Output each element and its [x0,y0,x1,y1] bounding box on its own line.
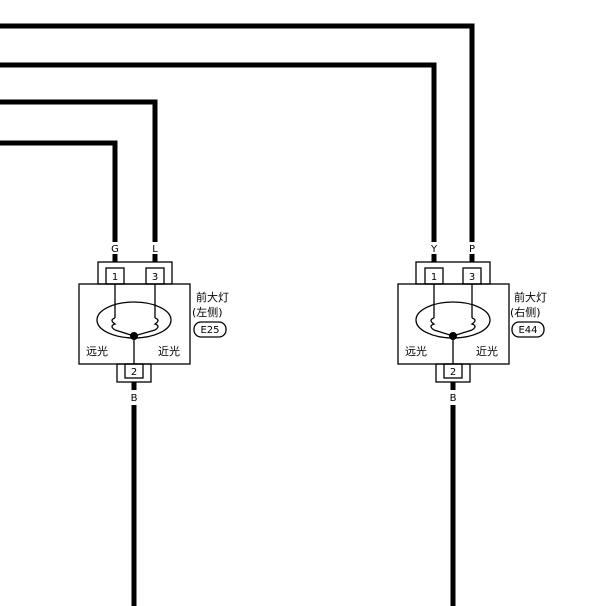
left-wire-color-1: G [111,244,119,255]
right-wire-color-2: B [450,393,457,404]
left-pin-2-label: 2 [131,367,137,378]
right-pin-2-box [443,363,463,379]
left-pin-2-box [124,363,144,379]
right-wire-color-3: P [469,244,475,255]
left-connector-badge [193,321,227,338]
left-label-far: 远光 [86,344,108,358]
left-pin-1-label: 1 [112,272,118,283]
right-connector-badge [511,321,545,338]
right-headlamp: Y P 1 3 远光 近光 2 B 前大灯 (右侧) E44 [397,244,547,404]
right-lamp-side: (右侧) [510,305,541,319]
right-wire-color-1: Y [430,244,438,255]
wire-l [0,99,158,242]
right-top-connector [415,261,491,285]
right-pin-2-label: 2 [450,367,456,378]
left-wire-color-2: B [131,393,138,404]
right-pin-3-label: 3 [469,272,475,283]
left-wire-color-3: L [152,244,158,255]
wire-g [0,140,118,242]
right-lamp-name: 前大灯 [514,290,547,304]
left-connector-id: E25 [200,325,219,336]
wire-p [0,23,475,242]
right-connector-id: E44 [518,325,537,336]
left-lamp-side: (左侧) [192,306,223,319]
left-lamp-name: 前大灯 [196,290,229,304]
left-pin-3-label: 3 [152,272,158,283]
right-pin-1-label: 1 [431,272,437,283]
wire-y [0,62,437,242]
right-label-near: 近光 [476,344,498,358]
right-label-far: 远光 [405,344,427,358]
left-top-connector [97,261,173,285]
left-headlamp: G L 1 3 远光 近光 2 B 前大灯 (左侧) E25 [78,244,229,404]
left-label-near: 近光 [158,344,180,358]
